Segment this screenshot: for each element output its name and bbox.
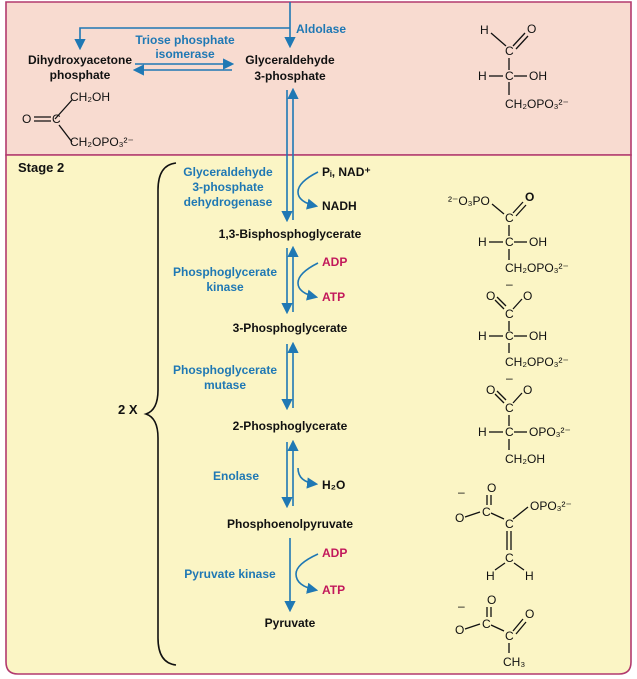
bpg-name: 1,3-Bisphosphoglycerate	[219, 227, 362, 241]
gapdh-label-3: dehydrogenase	[184, 195, 273, 209]
isomerase-label-1: Triose phosphate	[135, 33, 235, 47]
svg-text:C: C	[505, 401, 514, 415]
pk-label: Pyruvate kinase	[184, 567, 276, 581]
g3p-name-1: Glyceraldehyde	[245, 53, 335, 67]
svg-text:CH₂OPO₃²⁻: CH₂OPO₃²⁻	[70, 135, 134, 149]
svg-text:²⁻O₃PO: ²⁻O₃PO	[448, 194, 490, 208]
svg-text:–: –	[506, 277, 513, 291]
dhap-name-1: Dihydroxyacetone	[28, 53, 132, 67]
svg-text:OH: OH	[529, 235, 547, 249]
svg-text:H: H	[478, 235, 487, 249]
pgk-cofactor-arrow	[297, 262, 319, 301]
pep-structure: – O O C C OPO₃²⁻ C H H	[455, 481, 572, 583]
svg-text:O: O	[22, 112, 31, 126]
dhap-name-2: phosphate	[50, 68, 111, 82]
atp-label-2: ATP	[322, 583, 345, 597]
pyruvate-structure: – O O C C O CH₃	[455, 593, 534, 669]
svg-text:O: O	[487, 481, 496, 495]
svg-text:O: O	[527, 22, 536, 36]
2pg-name: 2-Phosphoglycerate	[233, 419, 348, 433]
svg-text:O: O	[525, 190, 534, 204]
enolase-label: Enolase	[213, 469, 259, 483]
aldolase-branch-arrow	[74, 27, 290, 51]
svg-text:H: H	[525, 569, 534, 583]
g3p-structure: H C O H C OH CH₂OPO₃²⁻	[478, 22, 569, 111]
svg-text:OPO₃²⁻: OPO₃²⁻	[529, 425, 571, 439]
pyruvate-name: Pyruvate	[265, 616, 316, 630]
dhap-structure: CH₂OH O C CH₂OPO₃²⁻	[22, 90, 134, 149]
svg-text:H: H	[486, 569, 495, 583]
nadh-label: NADH	[322, 199, 357, 213]
2pg-structure: O – C O H C OPO₃²⁻ CH₂OH	[478, 371, 571, 466]
svg-text:C: C	[505, 235, 514, 249]
3pg-structure: O – C O H C OH CH₂OPO₃²⁻	[478, 277, 569, 369]
isomerase-label-2: isomerase	[155, 47, 215, 61]
pgk-label-1: Phosphoglycerate	[173, 265, 277, 279]
svg-text:–: –	[458, 485, 465, 499]
3pg-name: 3-Phosphoglycerate	[233, 321, 348, 335]
svg-text:C: C	[505, 629, 514, 643]
svg-text:O: O	[523, 383, 532, 397]
pgk-label-2: kinase	[206, 280, 244, 294]
svg-text:C: C	[505, 69, 514, 83]
svg-text:O: O	[487, 593, 496, 607]
svg-text:O: O	[455, 511, 464, 525]
svg-text:C: C	[505, 517, 514, 531]
svg-text:H: H	[478, 425, 487, 439]
pk-cofactor-arrow	[295, 553, 319, 594]
bpg-structure: ²⁻O₃PO C O H C OH CH₂OPO₃²⁻	[448, 190, 569, 275]
adp-label-2: ADP	[322, 546, 347, 560]
multiplier-label: 2 X	[118, 402, 138, 417]
svg-text:H: H	[480, 23, 489, 37]
adp-label-1: ADP	[322, 255, 347, 269]
svg-text:CH₂OPO₃²⁻: CH₂OPO₃²⁻	[505, 97, 569, 111]
svg-text:CH₂OH: CH₂OH	[70, 90, 110, 104]
svg-text:C: C	[505, 329, 514, 343]
stage-2-panel	[5, 154, 632, 675]
svg-text:C: C	[482, 617, 491, 631]
svg-text:–: –	[506, 371, 513, 385]
svg-text:C: C	[52, 112, 61, 126]
svg-text:C: C	[505, 307, 514, 321]
atp-label-1: ATP	[322, 290, 345, 304]
svg-text:C: C	[505, 425, 514, 439]
pgm-label-2: mutase	[204, 378, 246, 392]
svg-text:–: –	[458, 599, 465, 613]
svg-text:CH₃: CH₃	[503, 655, 525, 669]
pi-nad-label: Pᵢ, NAD⁺	[322, 165, 371, 179]
gapdh-label-2: 3-phosphate	[192, 180, 264, 194]
stage-2-label: Stage 2	[18, 160, 64, 175]
stage-2-brace	[143, 162, 177, 666]
svg-text:OPO₃²⁻: OPO₃²⁻	[530, 499, 572, 513]
svg-text:H: H	[478, 69, 487, 83]
svg-text:O: O	[486, 383, 495, 397]
svg-text:CH₂OPO₃²⁻: CH₂OPO₃²⁻	[505, 355, 569, 369]
g3p-name-2: 3-phosphate	[254, 69, 326, 83]
water-label: H₂O	[322, 478, 345, 492]
svg-text:CH₂OH: CH₂OH	[505, 452, 545, 466]
svg-text:C: C	[505, 211, 514, 225]
svg-text:OH: OH	[529, 69, 547, 83]
svg-text:C: C	[505, 44, 514, 58]
svg-text:O: O	[525, 607, 534, 621]
enolase-water-arrow	[297, 467, 319, 489]
svg-text:OH: OH	[529, 329, 547, 343]
pgm-label-1: Phosphoglycerate	[173, 363, 277, 377]
gapdh-cofactor-arrow	[297, 171, 319, 210]
svg-text:O: O	[455, 623, 464, 637]
gapdh-label-1: Glyceraldehyde	[183, 165, 273, 179]
svg-text:C: C	[482, 505, 491, 519]
aldolase-label: Aldolase	[296, 22, 346, 36]
svg-text:C: C	[505, 551, 514, 565]
pep-name: Phosphoenolpyruvate	[227, 517, 353, 531]
svg-text:H: H	[478, 329, 487, 343]
svg-text:O: O	[523, 289, 532, 303]
svg-text:O: O	[486, 289, 495, 303]
svg-text:CH₂OPO₃²⁻: CH₂OPO₃²⁻	[505, 261, 569, 275]
